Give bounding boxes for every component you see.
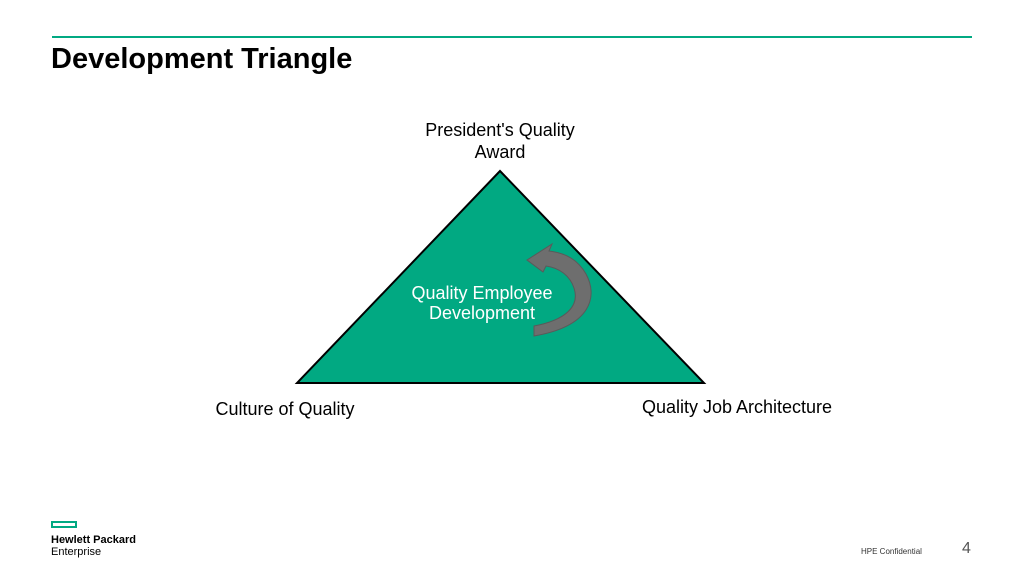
- center-label-line1: Quality Employee: [411, 283, 553, 303]
- slide-title: Development Triangle: [51, 43, 353, 75]
- confidential-notice: HPE Confidential: [861, 547, 922, 556]
- company-logo: Hewlett Packard Enterprise: [51, 521, 161, 561]
- logo-text-line2: Enterprise: [51, 546, 102, 558]
- logo-mark-icon: [51, 521, 77, 528]
- header-divider: [52, 36, 972, 38]
- triangle-center-label: Quality Employee Development: [382, 283, 582, 323]
- center-label-line2: Development: [428, 303, 536, 323]
- vertex-label-right: Quality Job Architecture: [641, 397, 833, 417]
- page-number: 4: [962, 540, 971, 557]
- triangle-shape: [294, 169, 707, 384]
- vertex-label-top: President's Quality Award: [400, 119, 600, 163]
- vertex-label-top-line2: Award: [474, 142, 526, 162]
- vertex-label-left: Culture of Quality: [215, 399, 355, 419]
- curved-arrow-icon: [526, 242, 592, 337]
- logo-text-line1: Hewlett Packard: [51, 534, 136, 546]
- vertex-label-top-line1: President's Quality: [425, 120, 575, 140]
